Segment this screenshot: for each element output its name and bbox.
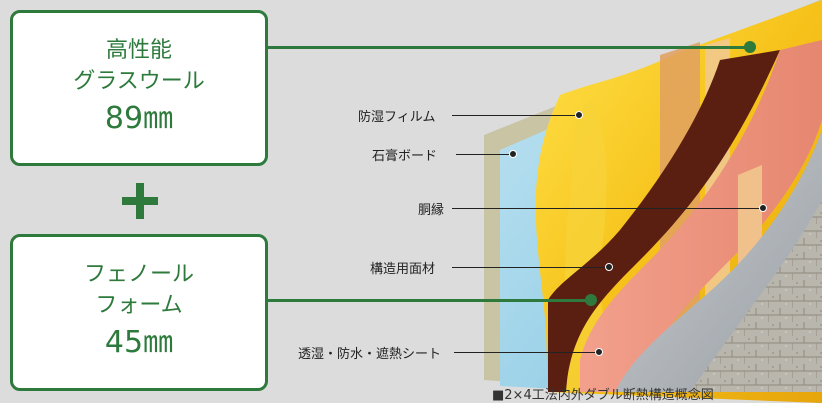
phenolic-foam-line1: フェノール bbox=[83, 262, 194, 287]
phenolic-foam-line2: フォーム bbox=[95, 293, 183, 318]
connector-line-glass-wool bbox=[268, 46, 750, 49]
plus-icon bbox=[122, 183, 158, 219]
leader-structural-panel bbox=[452, 267, 608, 268]
leader-gypsum-board bbox=[456, 154, 512, 155]
phenolic-foam-thickness: 45㎜ bbox=[104, 325, 174, 360]
label-breathable-sheet: 透湿・防水・遮熱シート bbox=[298, 347, 442, 362]
glass-wool-line2: グラスウール bbox=[73, 69, 205, 94]
figure-caption: ■2×4工法内外ダブル断熱構造概念図 bbox=[492, 388, 714, 403]
label-furring: 胴縁 bbox=[418, 203, 445, 218]
leader-furring bbox=[452, 208, 762, 209]
label-moisture-film: 防湿フィルム bbox=[358, 110, 436, 125]
connector-dot-phenolic-foam bbox=[585, 294, 597, 306]
leader-dot-furring bbox=[759, 204, 767, 212]
glass-wool-line1: 高性能 bbox=[105, 38, 172, 63]
leader-breathable-sheet bbox=[454, 352, 598, 353]
glass-wool-callout-box: 高性能 グラスウール 89㎜ bbox=[10, 10, 268, 166]
label-structural-panel: 構造用面材 bbox=[370, 262, 436, 277]
connector-dot-glass-wool bbox=[744, 41, 756, 53]
phenolic-foam-callout-box: フェノール フォーム 45㎜ bbox=[10, 234, 268, 391]
leader-dot-moisture-film bbox=[575, 111, 583, 119]
glass-wool-thickness: 89㎜ bbox=[104, 101, 174, 136]
leader-moisture-film bbox=[452, 115, 578, 116]
leader-dot-structural-panel bbox=[605, 263, 613, 271]
label-gypsum-board: 石膏ボード bbox=[372, 149, 438, 164]
leader-dot-breathable-sheet bbox=[595, 348, 603, 356]
connector-line-phenolic-foam bbox=[268, 299, 590, 302]
leader-dot-gypsum-board bbox=[509, 150, 517, 158]
